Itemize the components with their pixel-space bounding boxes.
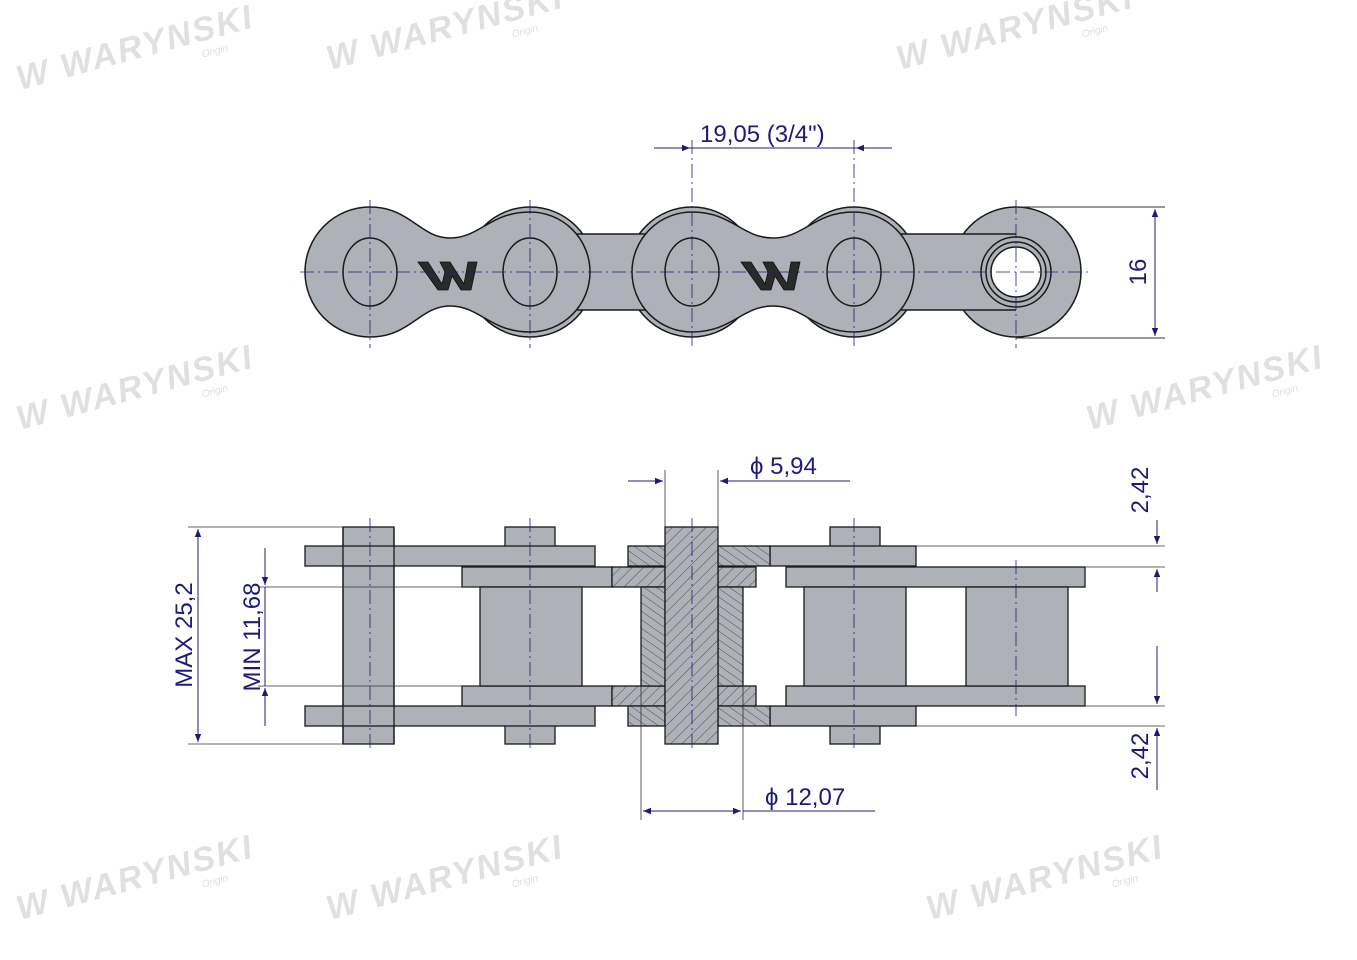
top-view bbox=[300, 140, 1165, 348]
bottom-view bbox=[188, 470, 1165, 820]
min-inner-width-label: MIN 11,68 bbox=[239, 583, 266, 692]
rollers bbox=[479, 586, 1069, 687]
inner-plates bbox=[461, 566, 1086, 707]
bottom-center-lines bbox=[369, 518, 1017, 752]
height-label: 16 bbox=[1125, 259, 1152, 286]
section-cut bbox=[611, 526, 771, 745]
w-logo-icon bbox=[417, 261, 801, 291]
pin-diameter-label: ϕ 5,94 bbox=[750, 453, 817, 480]
height-dimension bbox=[1016, 206, 1165, 339]
outer-plates bbox=[304, 545, 917, 727]
extension-lines bbox=[188, 470, 1165, 820]
center-lines bbox=[300, 140, 1088, 348]
pin-fronts bbox=[342, 527, 395, 744]
pitch-label: 19,05 (3/4") bbox=[700, 121, 825, 148]
dimension-lines bbox=[194, 477, 1161, 815]
max-width-label: MAX 25,2 bbox=[171, 582, 198, 687]
roller-diameter-label: ϕ 12,07 bbox=[765, 784, 845, 811]
watermark-text: W WARYNSKI bbox=[322, 0, 568, 78]
plate-thickness-top-label: 2,42 bbox=[1127, 467, 1154, 514]
watermark-text: W WARYNSKI bbox=[892, 0, 1138, 78]
plate-thickness-bottom-label: 2,42 bbox=[1127, 733, 1154, 780]
